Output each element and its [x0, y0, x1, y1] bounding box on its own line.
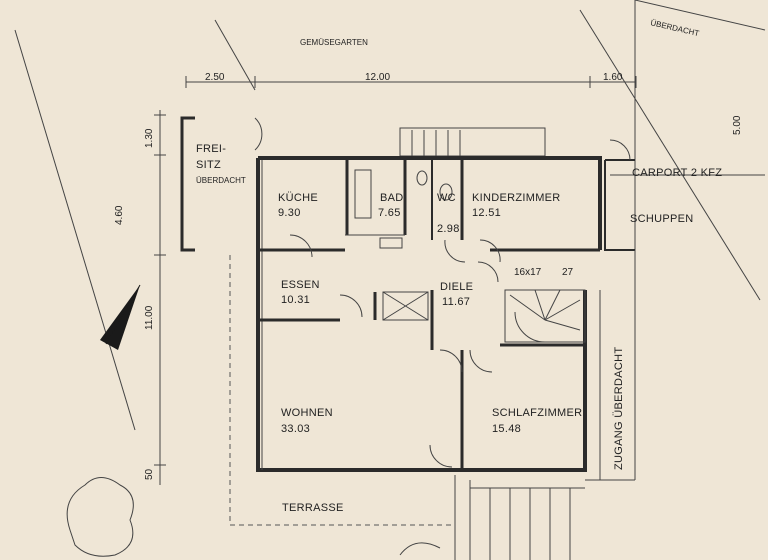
- label-schlafzimmer: SCHLAFZIMMER: [492, 407, 582, 419]
- label-garden: GEMÜSEGARTEN: [300, 38, 368, 47]
- north-arrow-icon: [100, 285, 140, 350]
- area-essen: 10.31: [281, 294, 310, 306]
- label-freisitz-roof: ÜBERDACHT: [196, 176, 246, 185]
- label-wohnen: WOHNEN: [281, 407, 333, 419]
- label-carport: CARPORT 2 KFZ: [632, 167, 722, 179]
- label-access: ZUGANG ÜBERDACHT: [613, 347, 625, 470]
- label-freisitz-1: FREI-: [196, 143, 226, 155]
- dim-top-right: 1.60: [603, 72, 623, 83]
- label-freisitz-2: SITZ: [196, 159, 221, 171]
- spiral-stair: [504, 289, 586, 343]
- dim-carport-depth: 5.00: [732, 115, 743, 135]
- house-outline-top: [258, 156, 602, 250]
- label-kinderzimmer: KINDERZIMMER: [472, 192, 561, 204]
- area-wohnen: 33.03: [281, 423, 310, 435]
- area-wc: 2.98: [437, 223, 460, 235]
- dim-left-bottom: 50: [144, 468, 155, 480]
- house-outline: [256, 158, 587, 472]
- label-bad: BAD: [380, 192, 404, 204]
- area-kinderzimmer: 12.51: [472, 207, 501, 219]
- dim-left-total: 11.00: [144, 305, 155, 330]
- label-wc: WC: [437, 192, 456, 204]
- label-terrace: TERRASSE: [282, 502, 344, 514]
- dim-stair-steps: 27: [562, 267, 574, 278]
- tree-icon: [66, 477, 134, 557]
- carport-roof-line: [634, 0, 766, 31]
- property-line-right: [579, 9, 761, 301]
- label-schuppen: SCHUPPEN: [630, 213, 694, 225]
- area-kueche: 9.30: [278, 207, 301, 219]
- dim-top-main: 12.00: [365, 72, 390, 83]
- label-essen: ESSEN: [281, 279, 320, 291]
- label-diele: DIELE: [440, 281, 473, 293]
- label-kueche: KÜCHE: [278, 192, 318, 204]
- area-diele: 11.67: [442, 296, 470, 308]
- bathtub: [354, 169, 372, 219]
- label-carport-roof: ÜBERDACHT: [650, 18, 701, 38]
- freisitz-outline: [180, 116, 195, 252]
- chimney-shaft: [382, 291, 429, 321]
- area-bad: 7.65: [378, 207, 401, 219]
- toilet-icon: [439, 183, 453, 201]
- property-line-left: [14, 29, 136, 431]
- dim-stair: 16x17: [514, 267, 542, 278]
- property-line-top: [214, 19, 256, 91]
- dim-top-left: 2.50: [205, 72, 225, 83]
- terrace-boundary: [229, 255, 455, 526]
- area-schlafzimmer: 15.48: [492, 423, 521, 435]
- outside-stair: [399, 127, 546, 157]
- dim-left-upper: 1.30: [144, 128, 155, 148]
- dim-left-mid: 4.60: [114, 205, 125, 225]
